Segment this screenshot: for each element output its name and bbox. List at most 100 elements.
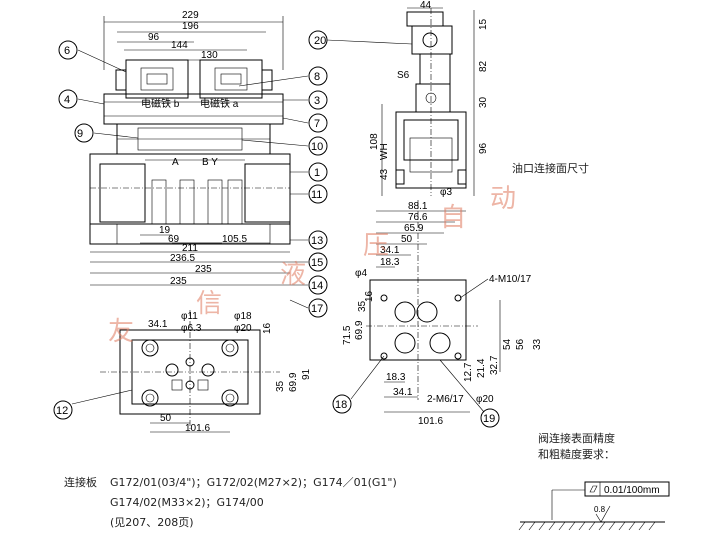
connection-plate-line2: G174/02(M33×2)；G174/00: [110, 496, 264, 509]
label-2-m6: 2-M6/17: [427, 394, 464, 405]
callout-16: 15: [311, 257, 323, 269]
dim-91: 91: [301, 368, 312, 380]
dim-15: 15: [478, 18, 489, 30]
dim-56: 56: [515, 338, 526, 350]
dim-phi18: φ18: [234, 311, 252, 322]
callout-3: 3: [314, 95, 320, 107]
dim-54: 54: [502, 338, 513, 350]
dim-30: 30: [478, 96, 489, 108]
dim-34-1: 34.1: [148, 319, 168, 330]
callout-11: 9: [77, 128, 83, 140]
watermark-char-6: 动: [490, 184, 516, 214]
callout-12: 11: [311, 189, 322, 201]
connection-plate-line3: (见207、208页): [110, 516, 194, 529]
dim-35-face: 35: [357, 300, 368, 312]
watermark-char-4: 压: [363, 231, 389, 261]
callout-6: 6: [64, 45, 70, 57]
dim-18-3-bottom: 18.3: [386, 372, 406, 383]
callout-19: 18: [335, 399, 347, 411]
dim-82: 82: [478, 60, 489, 72]
dim-196: 196: [182, 21, 199, 32]
label-4-m10: 4-M10/17: [489, 274, 532, 285]
dim-50-plate: 50: [160, 413, 172, 424]
dim-235b: 235: [170, 276, 187, 287]
dim-71-5: 71.5: [342, 325, 353, 345]
dim-43: 43: [379, 168, 390, 180]
dim-235a: 235: [195, 264, 212, 275]
dim-34-1-bottom: 34.1: [393, 387, 413, 398]
dim-96-side: 96: [478, 142, 489, 154]
port-face-title: 油口连接面尺寸: [512, 162, 589, 175]
dim-69: 69: [168, 234, 180, 245]
dim-105-5: 105.5: [222, 234, 247, 245]
callout-18: 17: [311, 303, 323, 315]
dim-229: 229: [182, 10, 199, 21]
dim-19: 19: [159, 225, 171, 236]
dim-50-face: 50: [401, 234, 413, 245]
side-view: 44 S6 φ3 15 82 30 96 108 43 WH: [369, 0, 489, 198]
dim-33: 33: [532, 338, 543, 350]
callout-8: 7: [314, 118, 320, 130]
label-phi20: φ20: [476, 394, 494, 405]
flatness-value: 0.01/100mm: [604, 485, 660, 496]
dim-phi11: φ11: [181, 311, 198, 322]
dim-phi20-plate: φ20: [234, 323, 252, 334]
dim-236-5: 236.5: [170, 253, 195, 264]
callout-20: 19: [483, 413, 495, 425]
dim-44: 44: [420, 0, 432, 11]
callout-7: 20: [314, 35, 326, 47]
port-mark-a: A: [172, 157, 179, 168]
dim-16-face: 16: [364, 290, 375, 302]
label-phi4: φ4: [355, 268, 367, 279]
dim-32-7: 32.7: [489, 355, 500, 375]
watermark-char-5: 自: [440, 203, 466, 233]
dim-69-9-plate: 69.9: [288, 372, 299, 392]
label-phi3: φ3: [440, 187, 452, 198]
port-face-view: 88.1 76.6 65.9 50 34.1 18.3 φ4 4-M10/17 …: [342, 200, 543, 427]
dim-130: 130: [201, 50, 218, 61]
dim-108: 108: [369, 133, 380, 150]
callout-1: 1: [314, 167, 320, 179]
dim-65-9: 65.9: [404, 223, 424, 234]
label-s6: S6: [397, 70, 410, 81]
callout-10: 10: [311, 141, 323, 153]
connection-plate-line1: G172/01(03/4")；G172/02(M27×2)；G174／01(G1…: [110, 476, 397, 489]
dim-211: 211: [182, 243, 198, 254]
dim-101-6-plate: 101.6: [185, 423, 210, 434]
front-view: 229 196 96 144 130 电磁铁 b 电磁铁 a A B Y: [89, 10, 291, 287]
callout-4: 4: [64, 94, 70, 106]
watermark-char-2: 信: [196, 289, 222, 319]
solenoid-b-label: 电磁铁 b: [141, 97, 180, 110]
callout-15: 14: [311, 280, 323, 292]
dim-34-1-face: 34.1: [380, 245, 400, 256]
dim-21-4: 21.4: [476, 358, 487, 378]
dim-16-plate: 16: [262, 322, 273, 334]
plate-view: 34.1 φ11 φ6.3 φ18 φ20 50 101.6 35 69.9 9…: [100, 310, 312, 434]
watermark: 友 信 液 压 自 动: [108, 184, 516, 347]
port-mark-by: B Y: [202, 157, 218, 168]
callout-9: 8: [314, 71, 320, 83]
dim-96: 96: [148, 32, 160, 43]
connection-plate-label: 连接板: [64, 476, 97, 489]
solenoid-a-label: 电磁铁 a: [200, 97, 239, 110]
surface-subtitle: 和粗糙度要求：: [538, 448, 615, 461]
surface-finish-symbol: 0.01/100mm 0.8: [518, 481, 670, 531]
dim-88-1: 88.1: [408, 201, 428, 212]
dim-35-plate: 35: [275, 380, 286, 392]
dim-76-6: 76.6: [408, 212, 428, 223]
watermark-char-3: 液: [280, 260, 306, 290]
dim-101-6-bottom: 101.6: [418, 416, 443, 427]
dim-12-7: 12.7: [463, 362, 474, 382]
callout-bubbles: 6 4 9 8 3 7 10 1 11 13 15 14 17 20 12 18…: [53, 30, 500, 428]
dim-18-3-face: 18.3: [380, 257, 400, 268]
callout-13: 12: [56, 405, 68, 417]
dim-144: 144: [171, 40, 188, 51]
surface-title: 阀连接表面精度: [538, 432, 615, 445]
dim-wh: WH: [379, 143, 390, 160]
dim-69-9-face: 69.9: [354, 320, 365, 340]
watermark-char-1: 友: [108, 317, 134, 347]
callout-14: 13: [311, 235, 323, 247]
roughness-value: 0.8: [594, 505, 606, 514]
